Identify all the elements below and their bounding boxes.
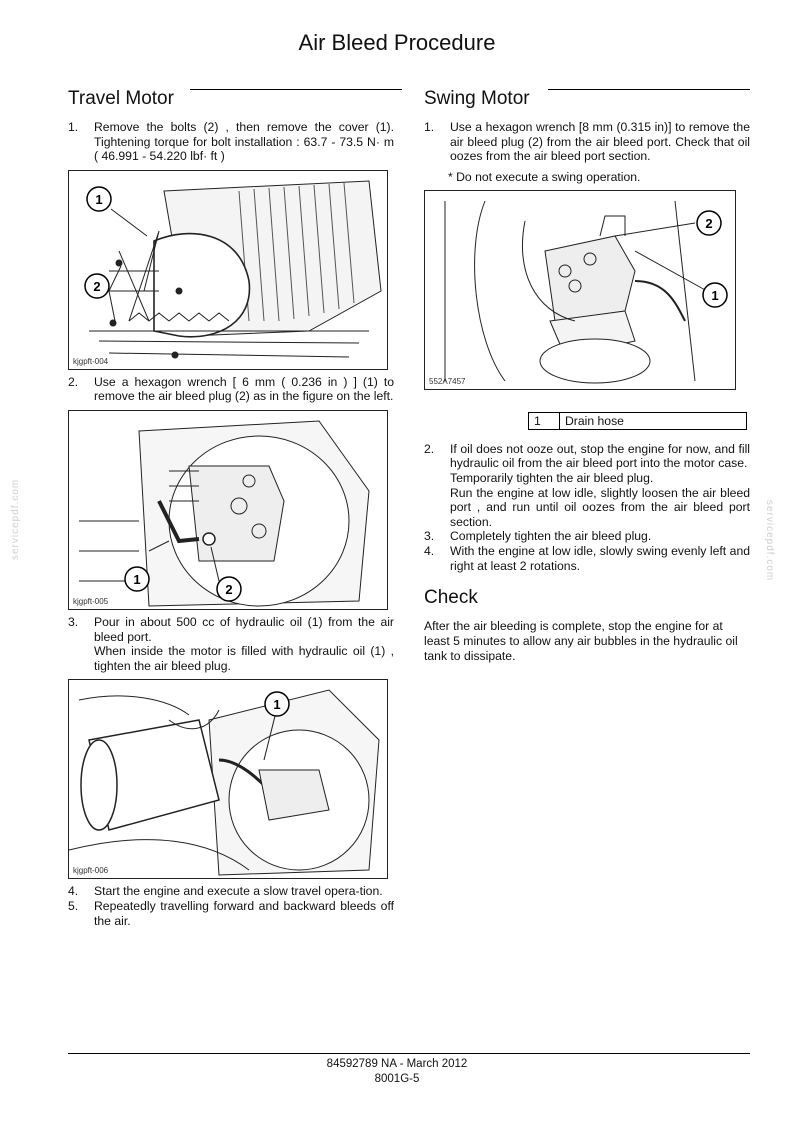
- legend-row: 1 Drain hose: [528, 411, 747, 430]
- footer-page-number: 8001G-5: [374, 1073, 420, 1085]
- check-text: After the air bleeding is complete, stop…: [424, 619, 738, 663]
- footer-rule: [68, 1053, 750, 1054]
- travel-step-1: 1. Remove the bolts (2) , then remove th…: [68, 120, 394, 164]
- swing-step-1: 1. Use a hexagon wrench [8 mm (0.315 in)…: [424, 120, 750, 164]
- callout-1: 1: [95, 192, 102, 207]
- right-heading-rule: [548, 89, 750, 90]
- travel-motor-section: Travel Motor 1. Remove the bolts (2) , t…: [68, 88, 394, 928]
- left-heading-rule: [190, 89, 402, 90]
- watermark-left: servicepdf.com: [10, 478, 21, 560]
- swing-motor-drawing: 2 1: [444, 200, 728, 384]
- legend-table: 1 Drain hose: [528, 411, 747, 430]
- travel-motor-heading: Travel Motor: [68, 88, 174, 109]
- watermark-right: servicepdf.com: [764, 500, 775, 582]
- swing-step-4: 4. With the engine at low idle, slowly s…: [424, 543, 750, 573]
- callout-1: 1: [711, 288, 718, 303]
- swing-note: * Do not execute a swing operation.: [448, 169, 641, 184]
- page-title: Air Bleed Procedure: [298, 30, 496, 55]
- callout-1: 1: [133, 572, 140, 587]
- figure-remove-cover: 1 2 kjgpft-004: [68, 169, 388, 370]
- pour-oil-drawing: 1: [69, 689, 380, 876]
- figure-caption: 552A7457: [429, 376, 466, 386]
- travel-motor-cover-drawing: 1 2: [84, 180, 382, 359]
- swing-step-2: 2. If oil does not ooze out, stop the en…: [424, 441, 750, 529]
- travel-step-2: 2. Use a hexagon wrench [ 6 mm ( 0.236 i…: [68, 374, 394, 404]
- callout-2: 2: [93, 279, 100, 294]
- swing-step-3: 3. Completely tighten the air bleed plug…: [424, 529, 652, 544]
- callout-2: 2: [225, 582, 232, 597]
- legend-num: 1: [528, 411, 560, 430]
- figure-swing-motor: 2 1 552A7457: [424, 189, 736, 390]
- figure-caption: kjgpft-006: [73, 866, 109, 876]
- hex-wrench-drawing: 1 2: [79, 420, 370, 607]
- swing-motor-section: Swing Motor 1. Use a hexagon wrench [8 m…: [424, 88, 750, 664]
- travel-step-3: 3. Pour in about 500 cc of hydraulic oil…: [68, 614, 394, 673]
- legend-label: Drain hose: [559, 411, 747, 430]
- swing-motor-heading: Swing Motor: [424, 88, 530, 109]
- figure-caption: kjgpft-004: [73, 356, 109, 366]
- figure-caption: kjgpft-005: [73, 596, 109, 606]
- footer-doc-id: 84592789 NA - March 2012: [326, 1058, 468, 1070]
- travel-step-5: 5. Repeatedly travelling forward and bac…: [68, 898, 394, 928]
- travel-step-4: 4. Start the engine and execute a slow t…: [68, 884, 383, 899]
- callout-1: 1: [273, 697, 280, 712]
- check-heading: Check: [424, 587, 478, 609]
- callout-2: 2: [705, 216, 712, 231]
- figure-pour-oil: 1 kjgpft-006: [68, 679, 388, 880]
- figure-hex-wrench: 1 2 kjgpft-005: [68, 409, 388, 610]
